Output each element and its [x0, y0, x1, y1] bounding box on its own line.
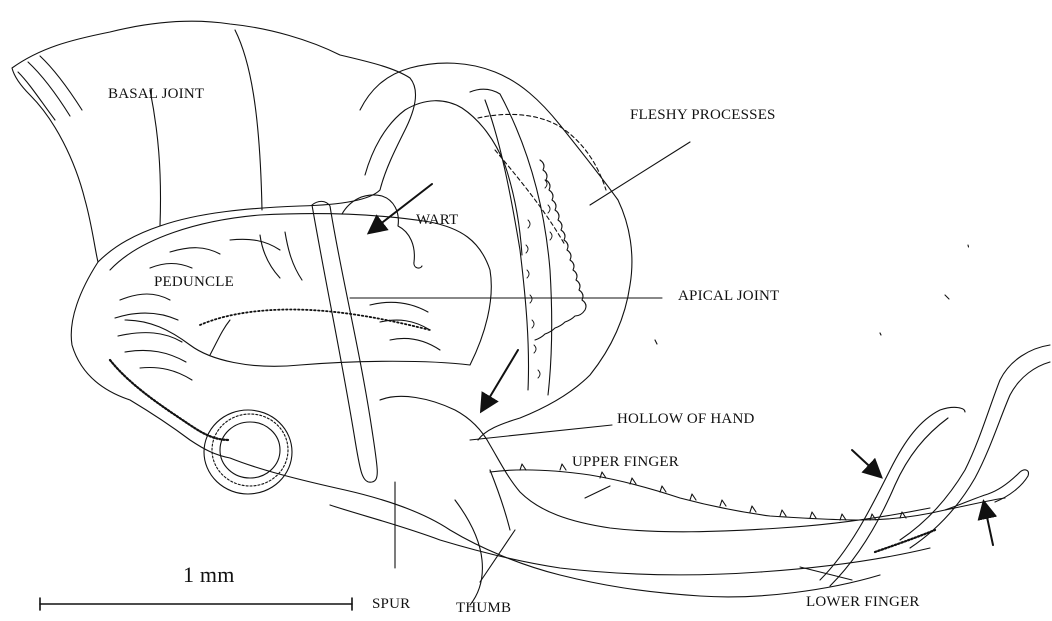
label-apical-joint: APICAL JOINT [678, 288, 779, 305]
peduncle-striation [120, 294, 170, 300]
stray-mark [945, 295, 949, 299]
peduncle-outline [71, 262, 880, 597]
stray-mark [880, 333, 881, 335]
peduncle-striation [370, 302, 428, 312]
leader-upper-finger [585, 486, 610, 498]
upper-finger-edge [490, 470, 1005, 520]
label-spur: SPUR [372, 596, 410, 613]
stray-mark [968, 245, 969, 247]
thumb-outline [455, 500, 482, 605]
arrow-upper-finger [852, 450, 880, 476]
basal-joint-outline [12, 21, 415, 262]
leader-lower-finger [800, 567, 852, 580]
peduncle-striation [170, 248, 220, 254]
basal-joint-ridge [18, 72, 55, 120]
peduncle-striation [125, 350, 186, 362]
peduncle-striation [115, 313, 178, 320]
basal-joint-ridge [235, 30, 262, 210]
filament [830, 418, 948, 586]
apical-joint-rod [312, 201, 377, 482]
arrow-filament-tip [984, 503, 993, 545]
label-wart: WART [416, 212, 458, 229]
leader-thumb [480, 530, 515, 582]
claw-serration [535, 160, 586, 340]
upper-finger-serration [520, 464, 906, 520]
claw-outline [360, 63, 632, 440]
peduncle-striation [118, 333, 182, 342]
label-thumb: THUMB [456, 600, 511, 617]
peduncle-striation [230, 239, 280, 250]
label-lower-finger: LOWER FINGER [806, 594, 920, 611]
leader-fleshy-processes [590, 142, 690, 205]
peduncle-striation [210, 320, 230, 355]
scale-bar-label: 1 mm [183, 562, 235, 588]
peduncle-striation [285, 232, 302, 280]
label-upper-finger: UPPER FINGER [572, 454, 679, 471]
filament [820, 407, 965, 580]
peduncle-striation [150, 264, 192, 269]
label-peduncle: PEDUNCLE [154, 274, 234, 291]
fleshy-process-band [470, 89, 552, 395]
label-hollow-of-hand: HOLLOW OF HAND [617, 411, 755, 428]
basal-joint-ridge [28, 62, 70, 116]
leader-hollow-of-hand [470, 425, 612, 440]
wart-outline [342, 195, 422, 268]
filament [900, 345, 1050, 540]
stray-mark [655, 340, 657, 344]
hand-lower-outline [330, 505, 930, 575]
filament [910, 362, 1050, 548]
basal-joint-ridge [150, 90, 161, 226]
peduncle-striation [390, 338, 440, 350]
arrow-hollow [482, 350, 518, 410]
spur-wheel-ring [212, 414, 288, 486]
label-basal-joint: BASAL JOINT [108, 86, 204, 103]
peduncle-striation [140, 368, 192, 381]
claw-serration-marks [526, 180, 552, 378]
thumb-inner [490, 470, 510, 530]
claw-inner-curve [365, 101, 522, 255]
spur-wheel-inner [220, 422, 280, 478]
label-fleshy-processes: FLESHY PROCESSES [630, 107, 776, 124]
